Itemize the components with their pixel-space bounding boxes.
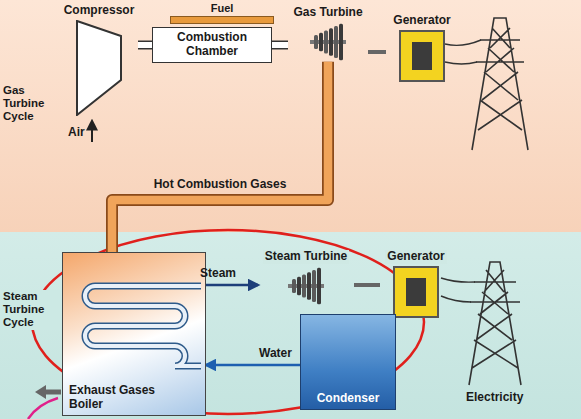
node-text: Gas Turbine: [291, 6, 364, 20]
combustion-chamber: Combustion Chamber: [152, 27, 272, 63]
generator-rotor: [406, 278, 426, 306]
generator-rotor: [412, 42, 432, 70]
hot-connector: [112, 62, 328, 252]
compressor-shape: [77, 21, 121, 115]
generator: Generator: [386, 14, 458, 82]
turbine-blade: [312, 270, 316, 302]
transmission-tower: [469, 262, 521, 385]
compressor-body: [76, 20, 122, 116]
turbine-blade: [334, 26, 338, 58]
band-label: Gas Turbine Cycle: [3, 84, 61, 124]
flow-connector: [206, 285, 258, 286]
air-arrow: [91, 121, 93, 142]
pipe-connector: [138, 45, 152, 46]
turbine-blade: [314, 35, 318, 49]
highlight-circle: [32, 230, 424, 414]
pipe-casing: [272, 41, 288, 50]
pipe-connector: [272, 45, 288, 46]
node-text: Exhaust Gases: [69, 384, 199, 398]
flow-label: Hot Combustion Gases: [154, 178, 287, 192]
electricity-label: Electricity: [466, 391, 523, 405]
turbine-blade: [324, 30, 328, 53]
node-text: Steam Turbine: [263, 250, 349, 264]
generator: Generator: [380, 250, 452, 318]
pipe-bore: [272, 42, 288, 48]
turbine-blade: [307, 272, 311, 300]
condenser: Condenser: [300, 314, 396, 410]
pointer-stroke: [28, 398, 58, 419]
drive-shaft: [368, 50, 386, 54]
generator-housing: [393, 266, 439, 318]
node-text: Boiler: [69, 398, 199, 412]
node-text: Compressor: [64, 4, 135, 18]
gas-turbine: Gas Turbine: [288, 6, 368, 62]
node-text: Generator: [385, 250, 446, 264]
turbine-blade: [339, 24, 343, 61]
node-text: Fuel: [170, 2, 274, 15]
fuel-line: Fuel: [170, 2, 274, 24]
drive-shaft: [354, 283, 380, 287]
flow-connector: [206, 365, 300, 366]
shaft-connector: [368, 52, 386, 53]
flow-arrow: [206, 364, 300, 367]
flow-label: Water: [259, 347, 292, 361]
turbine-blade: [317, 268, 321, 305]
flow-arrow: [206, 284, 258, 287]
turbine-rotor: [310, 22, 346, 62]
air-label: Air: [68, 126, 85, 140]
exhaust-outlet: [46, 390, 61, 395]
turbine-blade: [292, 279, 296, 293]
generator-housing: [399, 30, 445, 82]
power-wire: [445, 40, 481, 64]
shaft-connector: [354, 285, 380, 286]
flow-label: Steam: [200, 267, 236, 281]
transmission-tower: [472, 18, 528, 150]
node-text: Combustion Chamber: [159, 31, 265, 59]
power-wire: [441, 278, 475, 302]
pipe-casing: [138, 41, 152, 50]
boiler: Exhaust GasesBoiler: [62, 252, 206, 416]
turbine-blade: [329, 28, 333, 56]
pipe-casing: [112, 62, 328, 252]
turbine-blade: [319, 33, 323, 52]
turbine-rotor: [288, 266, 324, 306]
compressor: Compressor: [60, 4, 138, 116]
band-label: Steam Turbine Cycle: [3, 290, 61, 330]
exhaust-arrow: [35, 385, 46, 399]
node-text: Condenser: [305, 392, 391, 406]
coil-casing: [85, 286, 201, 366]
node-text: Generator: [391, 14, 452, 28]
pipe-bore: [112, 62, 328, 252]
turbine-blade: [302, 274, 306, 297]
turbine-blade: [297, 277, 301, 296]
coil-tube: [85, 286, 201, 366]
pipe-bore: [138, 42, 152, 48]
fuel-bar: [170, 16, 274, 24]
steam-turbine: Steam Turbine: [258, 250, 354, 306]
